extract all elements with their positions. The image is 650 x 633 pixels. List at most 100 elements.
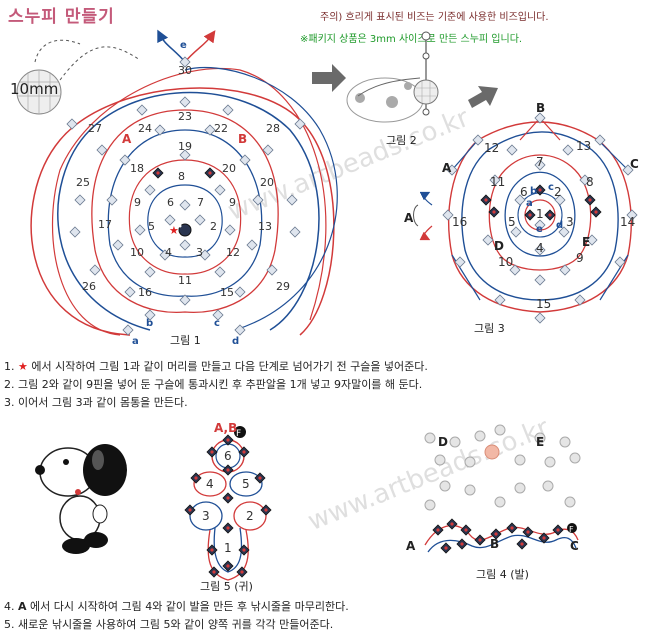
svg-text:4: 4 bbox=[536, 241, 544, 255]
svg-text:A: A bbox=[122, 132, 132, 146]
svg-text:12: 12 bbox=[484, 141, 499, 155]
svg-text:15: 15 bbox=[220, 286, 234, 299]
figure4-caption: 그림 4 (발) bbox=[476, 568, 529, 581]
svg-text:22: 22 bbox=[214, 122, 228, 135]
note-package: ※패키지 상품은 3mm 사이즈로 만든 스누피 입니다. bbox=[300, 34, 523, 45]
svg-text:11: 11 bbox=[490, 175, 505, 189]
svg-text:28: 28 bbox=[266, 122, 280, 135]
step-4: 4. A 에서 다시 시작하여 그림 4와 같이 발을 만든 후 낚시줄을 마무… bbox=[4, 600, 349, 613]
svg-text:9: 9 bbox=[229, 196, 236, 209]
svg-text:13: 13 bbox=[258, 220, 272, 233]
svg-text:a: a bbox=[132, 336, 139, 347]
figure3-caption: 그림 3 bbox=[474, 322, 505, 335]
svg-text:6: 6 bbox=[167, 196, 174, 209]
svg-text:23: 23 bbox=[178, 110, 192, 123]
svg-text:c: c bbox=[214, 318, 220, 329]
svg-text:3: 3 bbox=[196, 246, 203, 259]
svg-text:2: 2 bbox=[246, 509, 254, 523]
svg-text:1: 1 bbox=[224, 541, 232, 555]
svg-text:10: 10 bbox=[498, 255, 513, 269]
svg-text:25: 25 bbox=[76, 176, 90, 189]
svg-text:A: A bbox=[442, 161, 452, 175]
svg-text:19: 19 bbox=[178, 140, 192, 153]
figure1-caption: 그림 1 bbox=[170, 334, 201, 347]
svg-text:a: a bbox=[526, 198, 533, 209]
step-5: 5. 새로운 낚시줄을 사용하여 그림 5와 같이 양쪽 귀를 각각 만들어준다… bbox=[4, 618, 334, 631]
svg-text:26: 26 bbox=[82, 280, 96, 293]
svg-text:D: D bbox=[494, 239, 504, 253]
svg-text:1: 1 bbox=[536, 207, 544, 221]
svg-text:7: 7 bbox=[536, 155, 544, 169]
svg-text:7: 7 bbox=[197, 196, 204, 209]
step-1: 1. ★ 에서 시작하여 그림 1과 같이 머리를 만들고 다음 단계로 넘어가… bbox=[4, 360, 428, 373]
figure2-caption: 그림 2 bbox=[386, 134, 417, 147]
step-3: 3. 이어서 그림 3과 같이 몸통을 만든다. bbox=[4, 396, 188, 409]
svg-text:3: 3 bbox=[202, 509, 210, 523]
svg-text:6: 6 bbox=[520, 185, 528, 199]
svg-text:E: E bbox=[536, 435, 544, 449]
figure1-head: ★ 30 23 24 22 27 28 19 18 20 8 25 17 9 9… bbox=[16, 29, 338, 347]
svg-text:5: 5 bbox=[508, 215, 516, 229]
figure4-feet: F D E A B C bbox=[406, 424, 581, 554]
svg-text:4: 4 bbox=[206, 477, 214, 491]
figure5-ear: F A,B 6 4 5 3 2 1 bbox=[184, 421, 272, 581]
snoopy-illustration bbox=[35, 444, 127, 554]
arrow-to-fig2-icon bbox=[312, 64, 346, 92]
svg-text:17: 17 bbox=[98, 218, 112, 231]
figure5-caption: 그림 5 (귀) bbox=[200, 580, 253, 593]
svg-text:6: 6 bbox=[224, 449, 232, 463]
svg-text:2: 2 bbox=[210, 220, 217, 233]
svg-text:E: E bbox=[582, 235, 590, 249]
svg-text:16: 16 bbox=[138, 286, 152, 299]
svg-text:b: b bbox=[146, 318, 153, 329]
svg-text:11: 11 bbox=[178, 274, 192, 287]
star-icon: ★ bbox=[18, 360, 28, 373]
svg-text:4: 4 bbox=[165, 246, 172, 259]
svg-text:C: C bbox=[630, 157, 639, 171]
svg-text:b: b bbox=[530, 186, 537, 197]
svg-text:5: 5 bbox=[242, 477, 250, 491]
svg-text:9: 9 bbox=[576, 251, 584, 265]
svg-text:B: B bbox=[536, 101, 545, 115]
svg-text:20: 20 bbox=[260, 176, 274, 189]
bead-size-label: 10mm bbox=[10, 80, 59, 98]
svg-text:5: 5 bbox=[148, 220, 155, 233]
page-title: 스누피 만들기 bbox=[8, 7, 115, 27]
svg-text:C: C bbox=[570, 539, 579, 553]
svg-text:d: d bbox=[232, 336, 239, 347]
svg-text:9: 9 bbox=[134, 196, 141, 209]
svg-text:16: 16 bbox=[452, 215, 467, 229]
svg-text:8: 8 bbox=[178, 170, 185, 183]
svg-text:★: ★ bbox=[169, 224, 179, 237]
svg-text:A: A bbox=[404, 211, 414, 225]
figure2-pin bbox=[346, 31, 439, 123]
svg-text:2: 2 bbox=[554, 185, 562, 199]
svg-text:24: 24 bbox=[138, 122, 152, 135]
svg-text:20: 20 bbox=[222, 162, 236, 175]
svg-text:B: B bbox=[490, 537, 499, 551]
svg-text:12: 12 bbox=[226, 246, 240, 259]
svg-text:e: e bbox=[536, 224, 543, 235]
svg-text:13: 13 bbox=[576, 139, 591, 153]
fig1-number-30: 30 bbox=[178, 64, 192, 77]
svg-text:A,B: A,B bbox=[214, 421, 237, 435]
svg-text:D: D bbox=[438, 435, 448, 449]
arrow-to-fig3-icon bbox=[468, 86, 498, 108]
step-2: 2. 그림 2와 같이 9핀을 넣어 둔 구슬에 통과시킨 후 추판알을 1개 … bbox=[4, 378, 423, 391]
svg-text:A: A bbox=[406, 539, 416, 553]
svg-text:29: 29 bbox=[276, 280, 290, 293]
svg-text:10: 10 bbox=[130, 246, 144, 259]
svg-text:27: 27 bbox=[88, 122, 102, 135]
svg-text:B: B bbox=[238, 132, 247, 146]
svg-text:e: e bbox=[180, 40, 187, 51]
svg-text:F: F bbox=[236, 429, 241, 439]
svg-text:3: 3 bbox=[566, 215, 574, 229]
svg-text:8: 8 bbox=[586, 175, 594, 189]
figure3-body: B A C A D E a b c d e 12 13 7 11 8 6 2 1… bbox=[404, 101, 639, 324]
svg-text:c: c bbox=[548, 182, 554, 193]
svg-text:d: d bbox=[556, 220, 563, 231]
note-hint: 주의) 흐리게 표시된 비즈는 기준에 사용한 비즈입니다. bbox=[320, 12, 549, 23]
svg-text:18: 18 bbox=[130, 162, 144, 175]
